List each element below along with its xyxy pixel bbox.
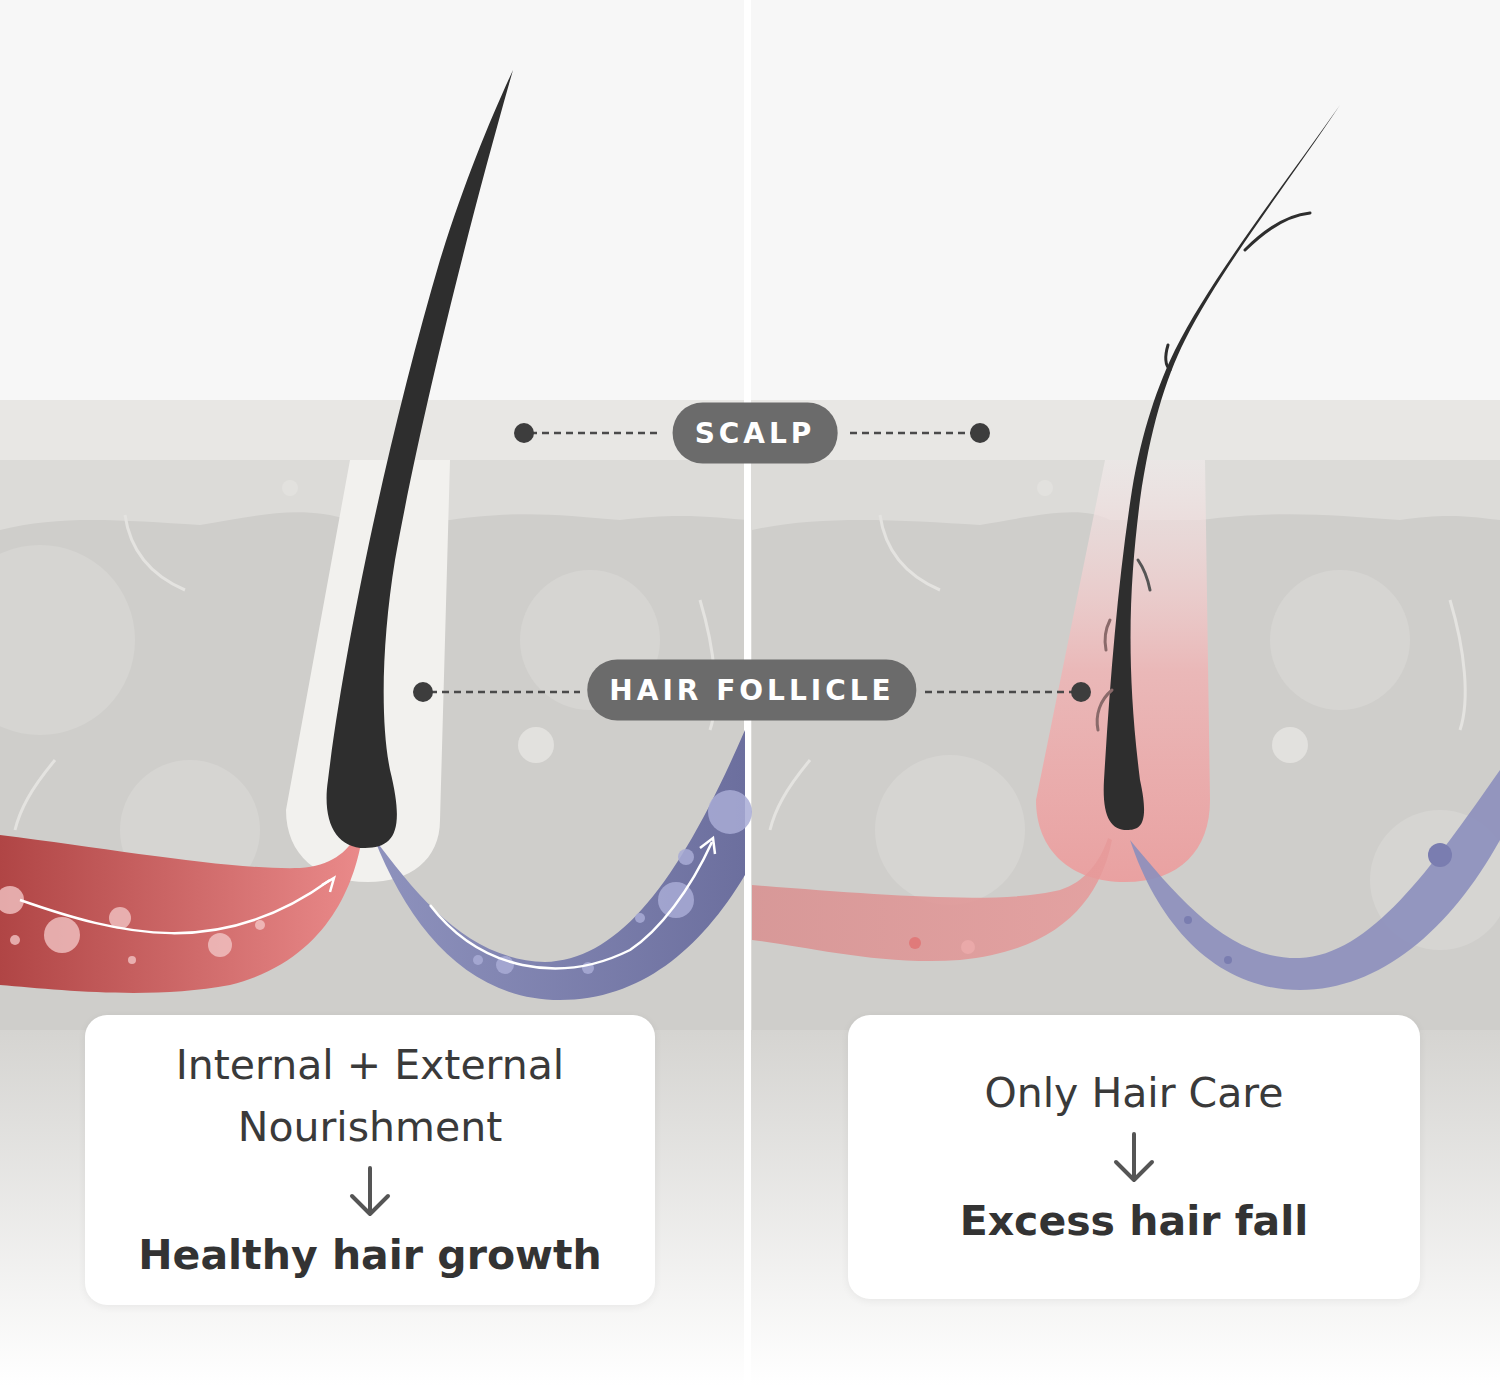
- result-text: Excess hair fall: [960, 1190, 1309, 1252]
- follicle-label: HAIR FOLLICLE: [587, 660, 916, 721]
- result-text: Healthy hair growth: [138, 1224, 601, 1286]
- down-arrow: [1112, 1130, 1156, 1186]
- outcome-box: Internal + External NourishmentHealthy h…: [85, 1015, 655, 1305]
- pill-text: HAIR FOLLICLE: [609, 674, 894, 707]
- pill-text: SCALP: [695, 417, 816, 450]
- outcome-box: Only Hair CareExcess hair fall: [848, 1015, 1420, 1299]
- down-arrow: [348, 1164, 392, 1220]
- cause-text: Only Hair Care: [984, 1062, 1283, 1124]
- scalp-label: SCALP: [673, 403, 838, 464]
- cause-text: Internal + External Nourishment: [115, 1034, 625, 1158]
